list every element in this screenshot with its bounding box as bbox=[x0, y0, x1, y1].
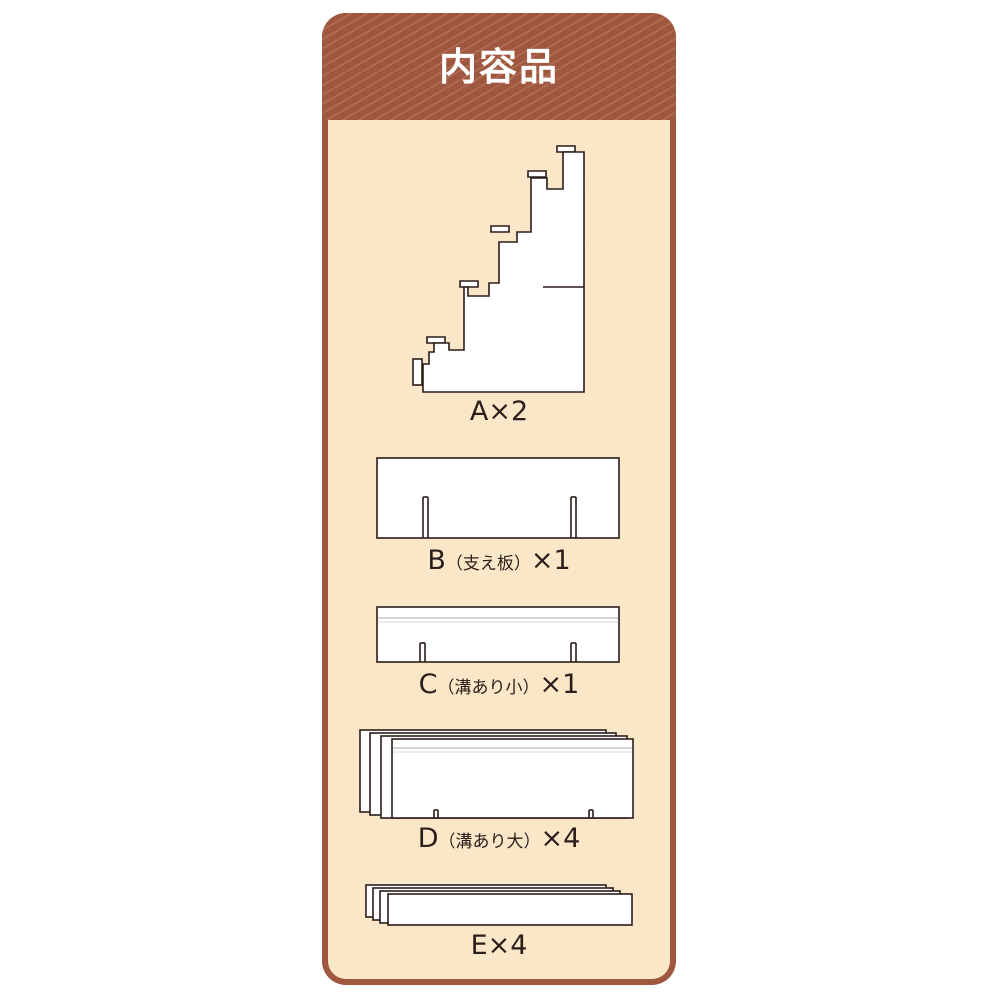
part-note: （溝あり大） bbox=[438, 832, 541, 852]
panel-title: 内容品 bbox=[438, 45, 559, 89]
part-note: （支え板） bbox=[445, 554, 531, 574]
part-letter: A bbox=[469, 396, 489, 427]
support-board-icon bbox=[376, 457, 620, 539]
part-qty: ×4 bbox=[487, 930, 528, 961]
part-letter: D bbox=[417, 823, 439, 854]
part-qty: ×1 bbox=[539, 669, 580, 700]
part-label-c: C（溝あり小）×1 bbox=[322, 669, 676, 704]
part-letter: B bbox=[427, 545, 446, 576]
small-slotted-board-icon bbox=[376, 606, 620, 663]
panel-header bbox=[322, 13, 676, 120]
plain-board-icon bbox=[365, 884, 633, 926]
part-qty: ×1 bbox=[530, 545, 571, 576]
part-qty: ×4 bbox=[540, 823, 581, 854]
part-label-d: D（溝あり大）×4 bbox=[322, 823, 676, 858]
part-letter: E bbox=[470, 930, 488, 961]
part-label-e: E×4 bbox=[322, 930, 676, 965]
part-qty: ×2 bbox=[488, 396, 529, 427]
stair-side-panel-icon bbox=[412, 145, 585, 393]
large-slotted-board-icon bbox=[359, 729, 634, 819]
part-label-b: B（支え板）×1 bbox=[322, 545, 676, 580]
part-note: （溝あり小） bbox=[437, 678, 540, 698]
part-label-a: A×2 bbox=[322, 396, 676, 431]
part-letter: C bbox=[418, 669, 438, 700]
